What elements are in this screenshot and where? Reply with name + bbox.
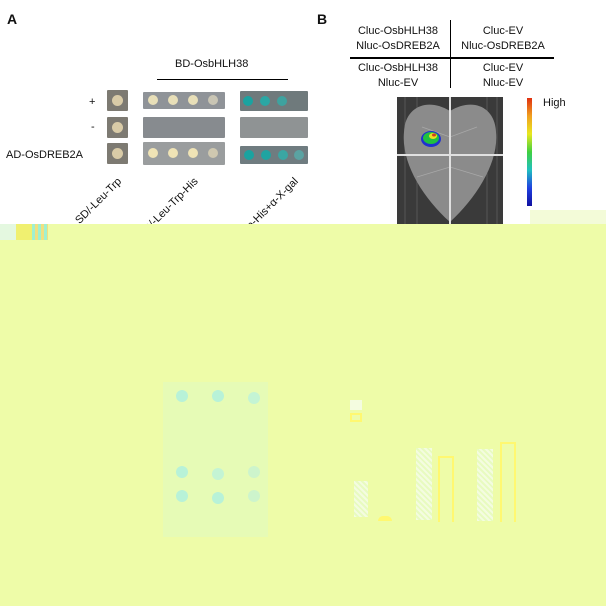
quadrant-bottom-right: Cluc-EV Nluc-EV: [452, 61, 554, 91]
plate-sd-ltrh-pos: [143, 92, 225, 109]
media-label-1: SD/-Leu-Trp: [73, 175, 124, 227]
faint-bar: [438, 456, 454, 522]
faint-bar: [477, 449, 493, 521]
scale-high-label: High: [543, 97, 566, 109]
intensity-color-scale: [527, 98, 532, 206]
faint-legend: [350, 413, 362, 422]
faint-spots: [176, 390, 188, 402]
row-label-positive: +: [89, 96, 96, 108]
plate-xgal-pos: [240, 91, 308, 111]
row-label-negative: -: [91, 121, 95, 133]
plate-sd-ltr-ad: [107, 143, 128, 164]
artifact: [0, 224, 16, 240]
faint-bar: [378, 516, 392, 521]
quadrant-line: Nluc-OsDREB2A: [356, 40, 440, 52]
quadrant-line: Cluc-EV: [482, 25, 524, 37]
artifact: [16, 224, 32, 240]
faint-bar: [416, 448, 432, 520]
plate-sd-ltr-neg: [107, 117, 128, 138]
quadrant-divider-horizontal: [350, 57, 554, 59]
bait-label: BD-OsbHLH38: [175, 58, 249, 70]
corrupted-region: [0, 210, 606, 606]
quadrant-line: Cluc-EV: [482, 62, 524, 74]
plate-sd-ltrh-ad: [143, 142, 225, 165]
quadrant-line: Nluc-OsDREB2A: [461, 40, 545, 52]
quadrant-line: Nluc-EV: [482, 77, 524, 89]
panel-a-letter: A: [7, 11, 18, 27]
plate-xgal-ad: [240, 146, 308, 164]
quadrant-line: Cluc-OsbHLH38: [357, 25, 439, 37]
panel-b-letter: B: [317, 11, 328, 27]
plate-xgal-neg: [240, 117, 308, 138]
artifact: [32, 224, 48, 240]
leaf-luminescence-image: [397, 97, 503, 225]
artifact: [530, 210, 606, 224]
quadrant-top-right: Cluc-EV Nluc-OsDREB2A: [452, 24, 554, 54]
row-label-ad: AD-OsDREB2A: [6, 149, 84, 161]
quadrant-divider-vertical: [450, 20, 451, 88]
plate-sd-ltr-pos: [107, 90, 128, 111]
plate-sd-ltrh-neg: [143, 117, 225, 138]
bait-underline: [157, 79, 288, 80]
quadrant-line: Cluc-OsbHLH38: [357, 62, 439, 74]
faint-plate: [163, 382, 268, 537]
faint-legend: [350, 400, 362, 410]
quadrant-line: Nluc-EV: [377, 77, 419, 89]
faint-bar: [354, 481, 368, 517]
faint-bar: [500, 442, 516, 522]
